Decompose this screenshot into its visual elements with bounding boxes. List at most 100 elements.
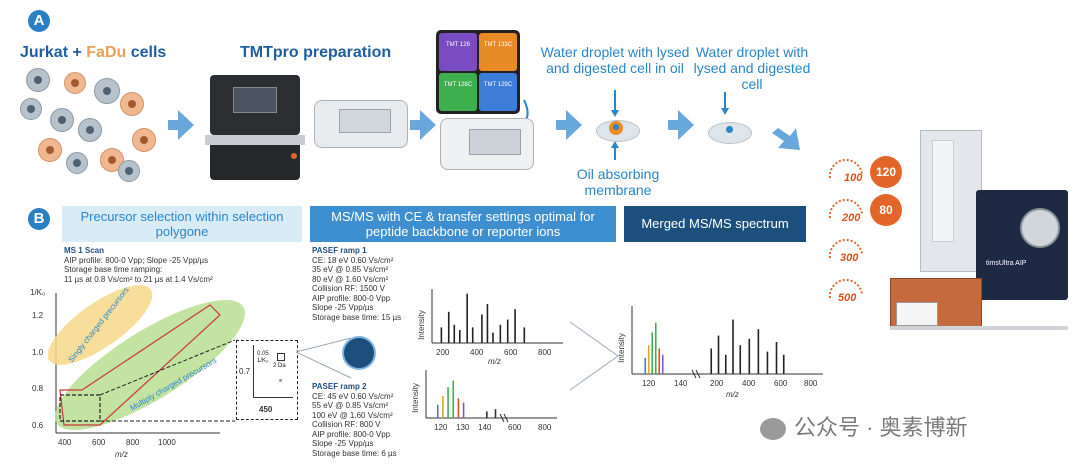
spec1-xtick: 800 [538, 348, 552, 357]
spec1-xtick: 200 [436, 348, 450, 357]
header-msms: MS/MS with CE & transfer settings optima… [310, 206, 616, 242]
speed-value: 200 [842, 212, 861, 224]
pasef1-title: PASEF ramp 1 [312, 246, 367, 255]
fadu-cell-icon [38, 138, 62, 162]
instrument-brand: timsUltra AIP [986, 260, 1027, 267]
pasef1-line: Collision RF: 1500 V [312, 284, 385, 293]
pasef2-line: 100 eV @ 1.60 Vs/cm² [312, 410, 393, 420]
fadu-cell-icon [120, 92, 144, 116]
ms1-ytick: 1.2 [32, 311, 44, 320]
arrow-right-icon [668, 110, 694, 140]
pasef1-line: Slope -25 Vpp/µs [312, 303, 374, 312]
branch-lines [296, 337, 352, 379]
ion-source-icon [1020, 208, 1060, 248]
tmt-tile: TMT 129C [479, 73, 517, 111]
mass-spectrometer: timsUltra AIP [890, 130, 1070, 330]
spec1-xtick: 600 [504, 348, 518, 357]
ms1-line: Storage base time ramping: [64, 265, 163, 274]
gauge-icon [828, 278, 863, 299]
speed-circle: 80 [870, 194, 902, 226]
merged-xtick: 200 [710, 379, 724, 388]
spec2-xtick: 130 [456, 423, 470, 432]
pasef2-line: Collision RF: 800 V [312, 420, 381, 429]
merged-xtick: 400 [742, 379, 756, 388]
spec2-xtick: 600 [508, 423, 522, 432]
ms1-xlabel: m/z [115, 450, 128, 459]
pasef2-line: AIP profile: 800-0 Vpp [312, 429, 391, 439]
watermark: 公众号 · 奥素博新 [760, 412, 1060, 444]
arrow-right-icon [168, 110, 194, 140]
zoom-width-label: 0.05 [257, 351, 269, 357]
dispensing-instrument [205, 75, 305, 180]
jurkat-cell-icon [66, 152, 88, 174]
tmt-tile: TMT 126 [439, 33, 477, 71]
selection-polygon [59, 304, 221, 426]
zoom-k-label: 1/K₀ [257, 358, 269, 364]
arrow-right-icon [556, 110, 582, 140]
merged-xtick: 600 [774, 379, 788, 388]
ms1-title: MS 1 Scan [64, 246, 105, 255]
arrow-right-icon [410, 110, 436, 140]
zoom-ytick: 0.7 [239, 367, 251, 376]
spec1-ylabel: Intensity [418, 310, 426, 340]
arrow-diagonal-icon [772, 128, 800, 150]
pasef2-line: 55 eV @ 0.85 Vs/cm² [312, 401, 389, 410]
gauge-icon [828, 158, 863, 179]
zoom-inset: 0.7 0.05 1/K₀ 2 Da 450 [236, 340, 298, 420]
isolation-window [277, 353, 285, 361]
ms1-xtick: 1000 [158, 438, 176, 447]
ion-mobility-icon [342, 336, 376, 370]
watermark-text: 公众号 · 奥素博新 [794, 415, 968, 440]
singly-charged-region [47, 285, 153, 365]
merged-xtick: 800 [804, 379, 818, 388]
membrane-label: Oil absorbing membrane [576, 166, 660, 198]
cell-cluster [20, 68, 160, 183]
tmt-plex-grid: TMT 126 TMT 133C TMT 128C TMT 129C [436, 30, 520, 114]
chip-holder [314, 100, 408, 148]
jurkat-cell-icon [94, 78, 120, 104]
jurkat-cell-icon [118, 160, 140, 182]
ms1-ytick: 1.0 [32, 348, 44, 357]
spec2-peaks [436, 380, 497, 418]
merged-spectrum: Intensity 120 140 200 400 600 800 m/z [618, 306, 823, 399]
ms1-ytick: 0.6 [32, 421, 44, 430]
membrane-shape [708, 122, 752, 144]
ms1-xtick: 800 [126, 438, 140, 447]
pasef1-line: 80 eV @ 1.60 Vs/cm² [312, 274, 389, 284]
panel-b-badge: B [28, 208, 50, 230]
pasef2-line: Slope -25 Vpp/µs [312, 439, 374, 448]
merged-xtick: 120 [642, 379, 656, 388]
tmt-tile: TMT 133C [479, 33, 517, 71]
gauge-icon [828, 198, 863, 219]
merged-xtick: 140 [674, 379, 688, 388]
ms1-ylabel: 1/K₀ [30, 288, 45, 297]
jurkat-cell-icon [78, 118, 102, 142]
jurkat-cell-icon [26, 68, 50, 92]
spec2-ylabel: Intensity [412, 383, 420, 413]
merged-ylabel: Intensity [618, 333, 626, 363]
fadu-cell-icon [64, 72, 86, 94]
gauge-icon [828, 238, 863, 259]
pasef-ramp2-settings: PASEF ramp 2 CE: 45 eV 0.60 Vs/cm² 55 eV… [312, 382, 452, 458]
merged-peaks [644, 319, 785, 374]
pasef1-line: 35 eV @ 0.85 Vs/cm² [312, 265, 389, 274]
multiply-charged-region [54, 299, 246, 431]
cells-title: Jurkat + FaDu cells [20, 44, 167, 61]
pasef2-line: Storage base time: 6 µs [312, 448, 397, 458]
ms1-settings: MS 1 Scan AIP profile: 800-0 Vpp; Slope … [64, 246, 304, 284]
droplet-oil-label: Water droplet with lysed and digested ce… [540, 44, 690, 76]
wechat-icon [760, 418, 786, 441]
speed-value: 500 [838, 292, 857, 304]
speed-circle: 120 [870, 156, 902, 188]
panel-a-badge: A [28, 10, 50, 32]
zoom-xtick: 450 [259, 405, 273, 414]
ms1-line: AIP profile: 800-0 Vpp; Slope -25 Vpp/µs [64, 255, 209, 265]
zoom-da-label: 2 Da [273, 363, 286, 369]
droplet-icon [726, 126, 733, 133]
pasef1-line: Storage base time: 15 µs [312, 312, 402, 322]
droplet-label: Water droplet with lysed and digested ce… [693, 44, 811, 92]
header-precursor: Precursor selection within selection pol… [62, 206, 302, 242]
header-merged: Merged MS/MS spectrum [624, 206, 806, 242]
spec2-xtick: 120 [434, 423, 448, 432]
pasef1-line: CE: 18 eV 0.60 Vs/cm² [312, 255, 394, 265]
